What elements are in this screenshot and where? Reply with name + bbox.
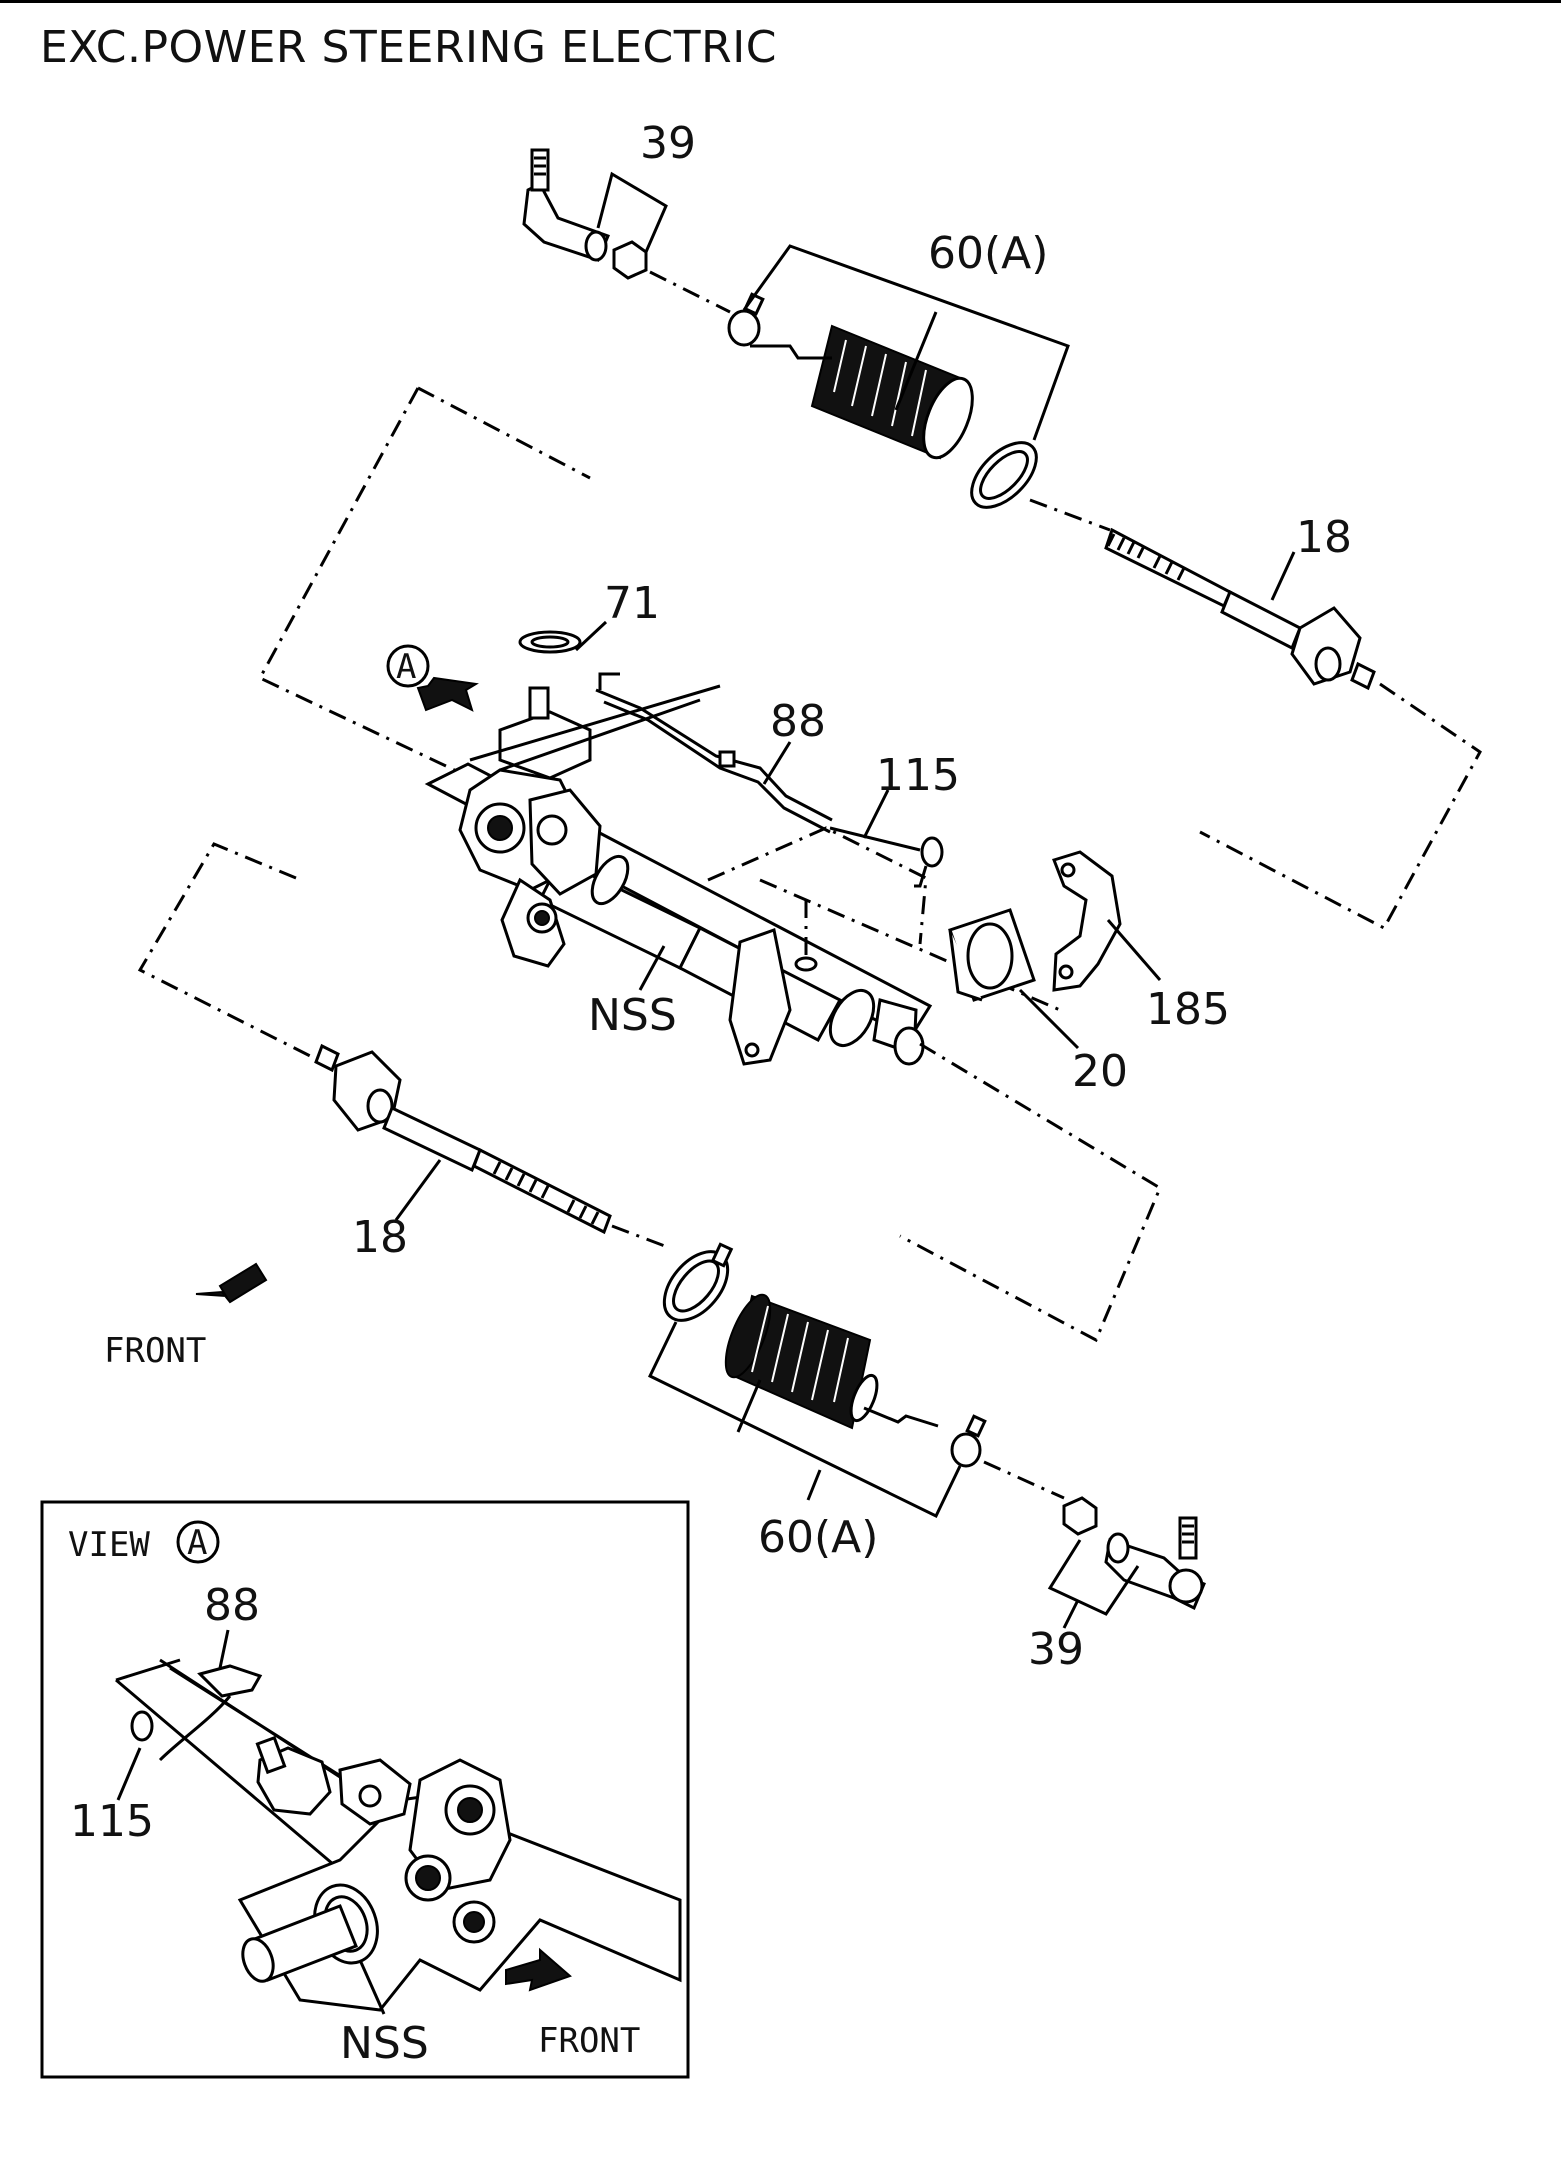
axis-line-bolt xyxy=(707,826,928,945)
front-arrow-main xyxy=(195,1262,268,1304)
axis-line-lower-tie-rod xyxy=(983,1460,1065,1500)
inset-leader-NSS xyxy=(358,1959,386,2015)
inset-gear-housing xyxy=(237,1735,682,2012)
bellows-boot-bottom xyxy=(724,1293,879,1430)
tie-rod-end-bottom xyxy=(1104,1516,1206,1611)
nut-bottom xyxy=(1062,1496,1098,1536)
view-arrow xyxy=(416,676,479,712)
leader-39-top xyxy=(596,171,668,253)
leader-60A-bottom-stem xyxy=(736,1379,762,1433)
seal-ring-71 xyxy=(518,630,582,654)
callout-NSS-main: NSS xyxy=(588,990,677,1041)
callout-60A-top: 60(A) xyxy=(928,228,1048,279)
boot-clamp-small-bottom xyxy=(950,1414,987,1468)
callout-39-top: 39 xyxy=(640,118,696,169)
leader-115 xyxy=(862,789,890,839)
leader-60A-bottom xyxy=(648,1321,962,1519)
callout-18-right: 18 xyxy=(1296,512,1352,563)
inset-callout-88: 88 xyxy=(204,1580,260,1631)
wire-harness-88 xyxy=(595,672,833,834)
inset-marker-circle xyxy=(176,1520,220,1564)
leader-185 xyxy=(1106,919,1162,981)
inset-title: VIEW A xyxy=(68,1520,220,1565)
diagram-title: EXC.POWER STEERING ELECTRIC xyxy=(40,22,777,73)
tie-rod-right xyxy=(1104,527,1376,691)
boot-clamp-large-bottom xyxy=(662,1242,734,1322)
callout-88: 88 xyxy=(770,696,826,747)
leader-60A-top-stem xyxy=(894,311,938,411)
assembly-frame-upper-b xyxy=(417,386,591,480)
inset-marker-label: A xyxy=(187,1523,207,1563)
callout-39-bottom: 39 xyxy=(1028,1624,1084,1675)
inset-title-label: VIEW xyxy=(68,1525,150,1565)
inset-callout-NSS: NSS xyxy=(340,2018,429,2069)
clamp-bracket-185 xyxy=(1052,850,1122,992)
bellows-boot-top xyxy=(810,324,974,460)
axis-line-lower-rod xyxy=(611,1224,671,1250)
steering-gear-assembly xyxy=(424,684,933,1066)
callout-20: 20 xyxy=(1072,1046,1128,1097)
inset-bolt-115 xyxy=(115,1658,341,1872)
rubber-cushion-20 xyxy=(948,908,1036,1002)
leader-39-bottom-stem xyxy=(1062,1599,1080,1629)
boot-clamp-large-top xyxy=(970,441,1038,509)
view-marker-label: A xyxy=(396,647,416,687)
leader-60A-top xyxy=(742,244,1070,441)
callout-71: 71 xyxy=(604,578,660,629)
nut-top xyxy=(612,240,648,280)
leader-60A-top-link xyxy=(750,344,832,360)
boot-clamp-small-top xyxy=(727,292,765,347)
top-border-line xyxy=(0,0,1561,3)
assembly-frame-lower xyxy=(137,842,1162,1343)
tie-rod-left xyxy=(314,1043,612,1235)
inset-front-label: FRONT xyxy=(538,2021,640,2061)
inset-front-arrow xyxy=(505,1947,572,1992)
assembly-frame-right xyxy=(1199,682,1482,931)
callout-115: 115 xyxy=(876,750,960,801)
inset-callout-115: 115 xyxy=(70,1796,154,1847)
callout-185: 185 xyxy=(1146,984,1230,1035)
callout-18-left: 18 xyxy=(352,1212,408,1263)
axis-line-upper-tie-rod xyxy=(649,270,731,314)
leader-18-right xyxy=(1270,551,1296,601)
front-label-main: FRONT xyxy=(104,1331,206,1371)
inset-leader-115 xyxy=(116,1747,142,1801)
callout-60A-bottom: 60(A) xyxy=(758,1512,878,1563)
leader-60A-bottom-link xyxy=(863,1406,939,1428)
inset-frame xyxy=(40,1500,690,2079)
leader-18-left xyxy=(394,1159,442,1221)
view-marker-circle xyxy=(386,644,430,688)
tie-rod-end-top xyxy=(522,148,610,262)
axis-line-upper-rod xyxy=(1029,498,1111,532)
leader-60A-bottom-label xyxy=(806,1469,822,1501)
leader-88 xyxy=(762,741,792,785)
leader-71 xyxy=(574,620,608,652)
leader-NSS-main xyxy=(638,945,666,991)
bolt-115 xyxy=(829,826,944,888)
inset-leader-88 xyxy=(218,1629,230,1669)
leader-20 xyxy=(1018,988,1080,1050)
